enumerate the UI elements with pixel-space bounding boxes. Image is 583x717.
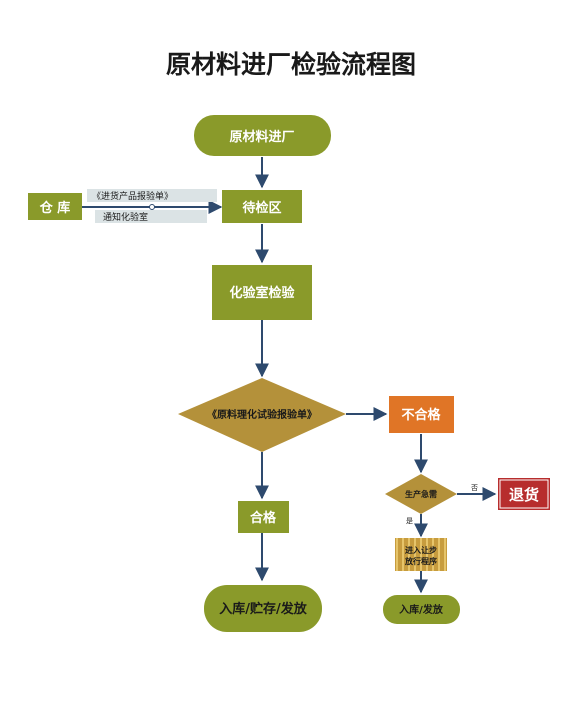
node-lab-test: 化验室检验 xyxy=(212,265,312,320)
node-fail-label: 不合格 xyxy=(401,407,441,423)
node-pending-label: 待检区 xyxy=(241,200,281,216)
note-notify: 通知化验室 xyxy=(95,210,207,223)
node-concession-line2: 放行程序 xyxy=(404,556,437,566)
node-fail: 不合格 xyxy=(389,396,454,433)
node-decision-label: 《原料理化试验报验单》 xyxy=(207,408,317,421)
node-return-goods: 退货 xyxy=(498,478,550,510)
node-store-side-label: 入库/发放 xyxy=(399,603,444,616)
edge-label-no: 否 xyxy=(471,484,478,492)
node-pass-label: 合格 xyxy=(250,510,277,526)
node-start-label: 原材料进厂 xyxy=(229,129,294,145)
node-store-side: 入库/发放 xyxy=(383,595,460,624)
node-lab-test-label: 化验室检验 xyxy=(229,285,295,301)
node-pending: 待检区 xyxy=(222,190,302,223)
node-concession-line1: 进入让步 xyxy=(405,545,437,555)
node-return-goods-label: 退货 xyxy=(509,486,539,504)
note-report-label: 《进货产品报验单》 xyxy=(92,190,173,202)
connector-dot xyxy=(149,204,155,210)
note-notify-label: 通知化验室 xyxy=(103,211,148,223)
node-decision: 《原料理化试验报验单》 xyxy=(178,378,346,452)
node-warehouse-label: 仓 库 xyxy=(39,200,71,216)
node-store-main-label: 入库/贮存/发放 xyxy=(219,601,307,617)
node-urgent-label: 生产急需 xyxy=(405,489,437,499)
node-pass: 合格 xyxy=(238,501,289,533)
node-start: 原材料进厂 xyxy=(194,115,331,156)
edge-label-yes: 是 xyxy=(406,517,413,525)
page-title: 原材料进厂检验流程图 xyxy=(166,50,416,79)
node-warehouse: 仓 库 xyxy=(28,193,82,220)
node-concession: 进入让步 放行程序 xyxy=(395,538,447,571)
node-store-main: 入库/贮存/发放 xyxy=(204,585,322,632)
note-report: 《进货产品报验单》 xyxy=(87,189,217,202)
connectors xyxy=(82,157,497,594)
node-urgent: 生产急需 xyxy=(385,474,457,514)
